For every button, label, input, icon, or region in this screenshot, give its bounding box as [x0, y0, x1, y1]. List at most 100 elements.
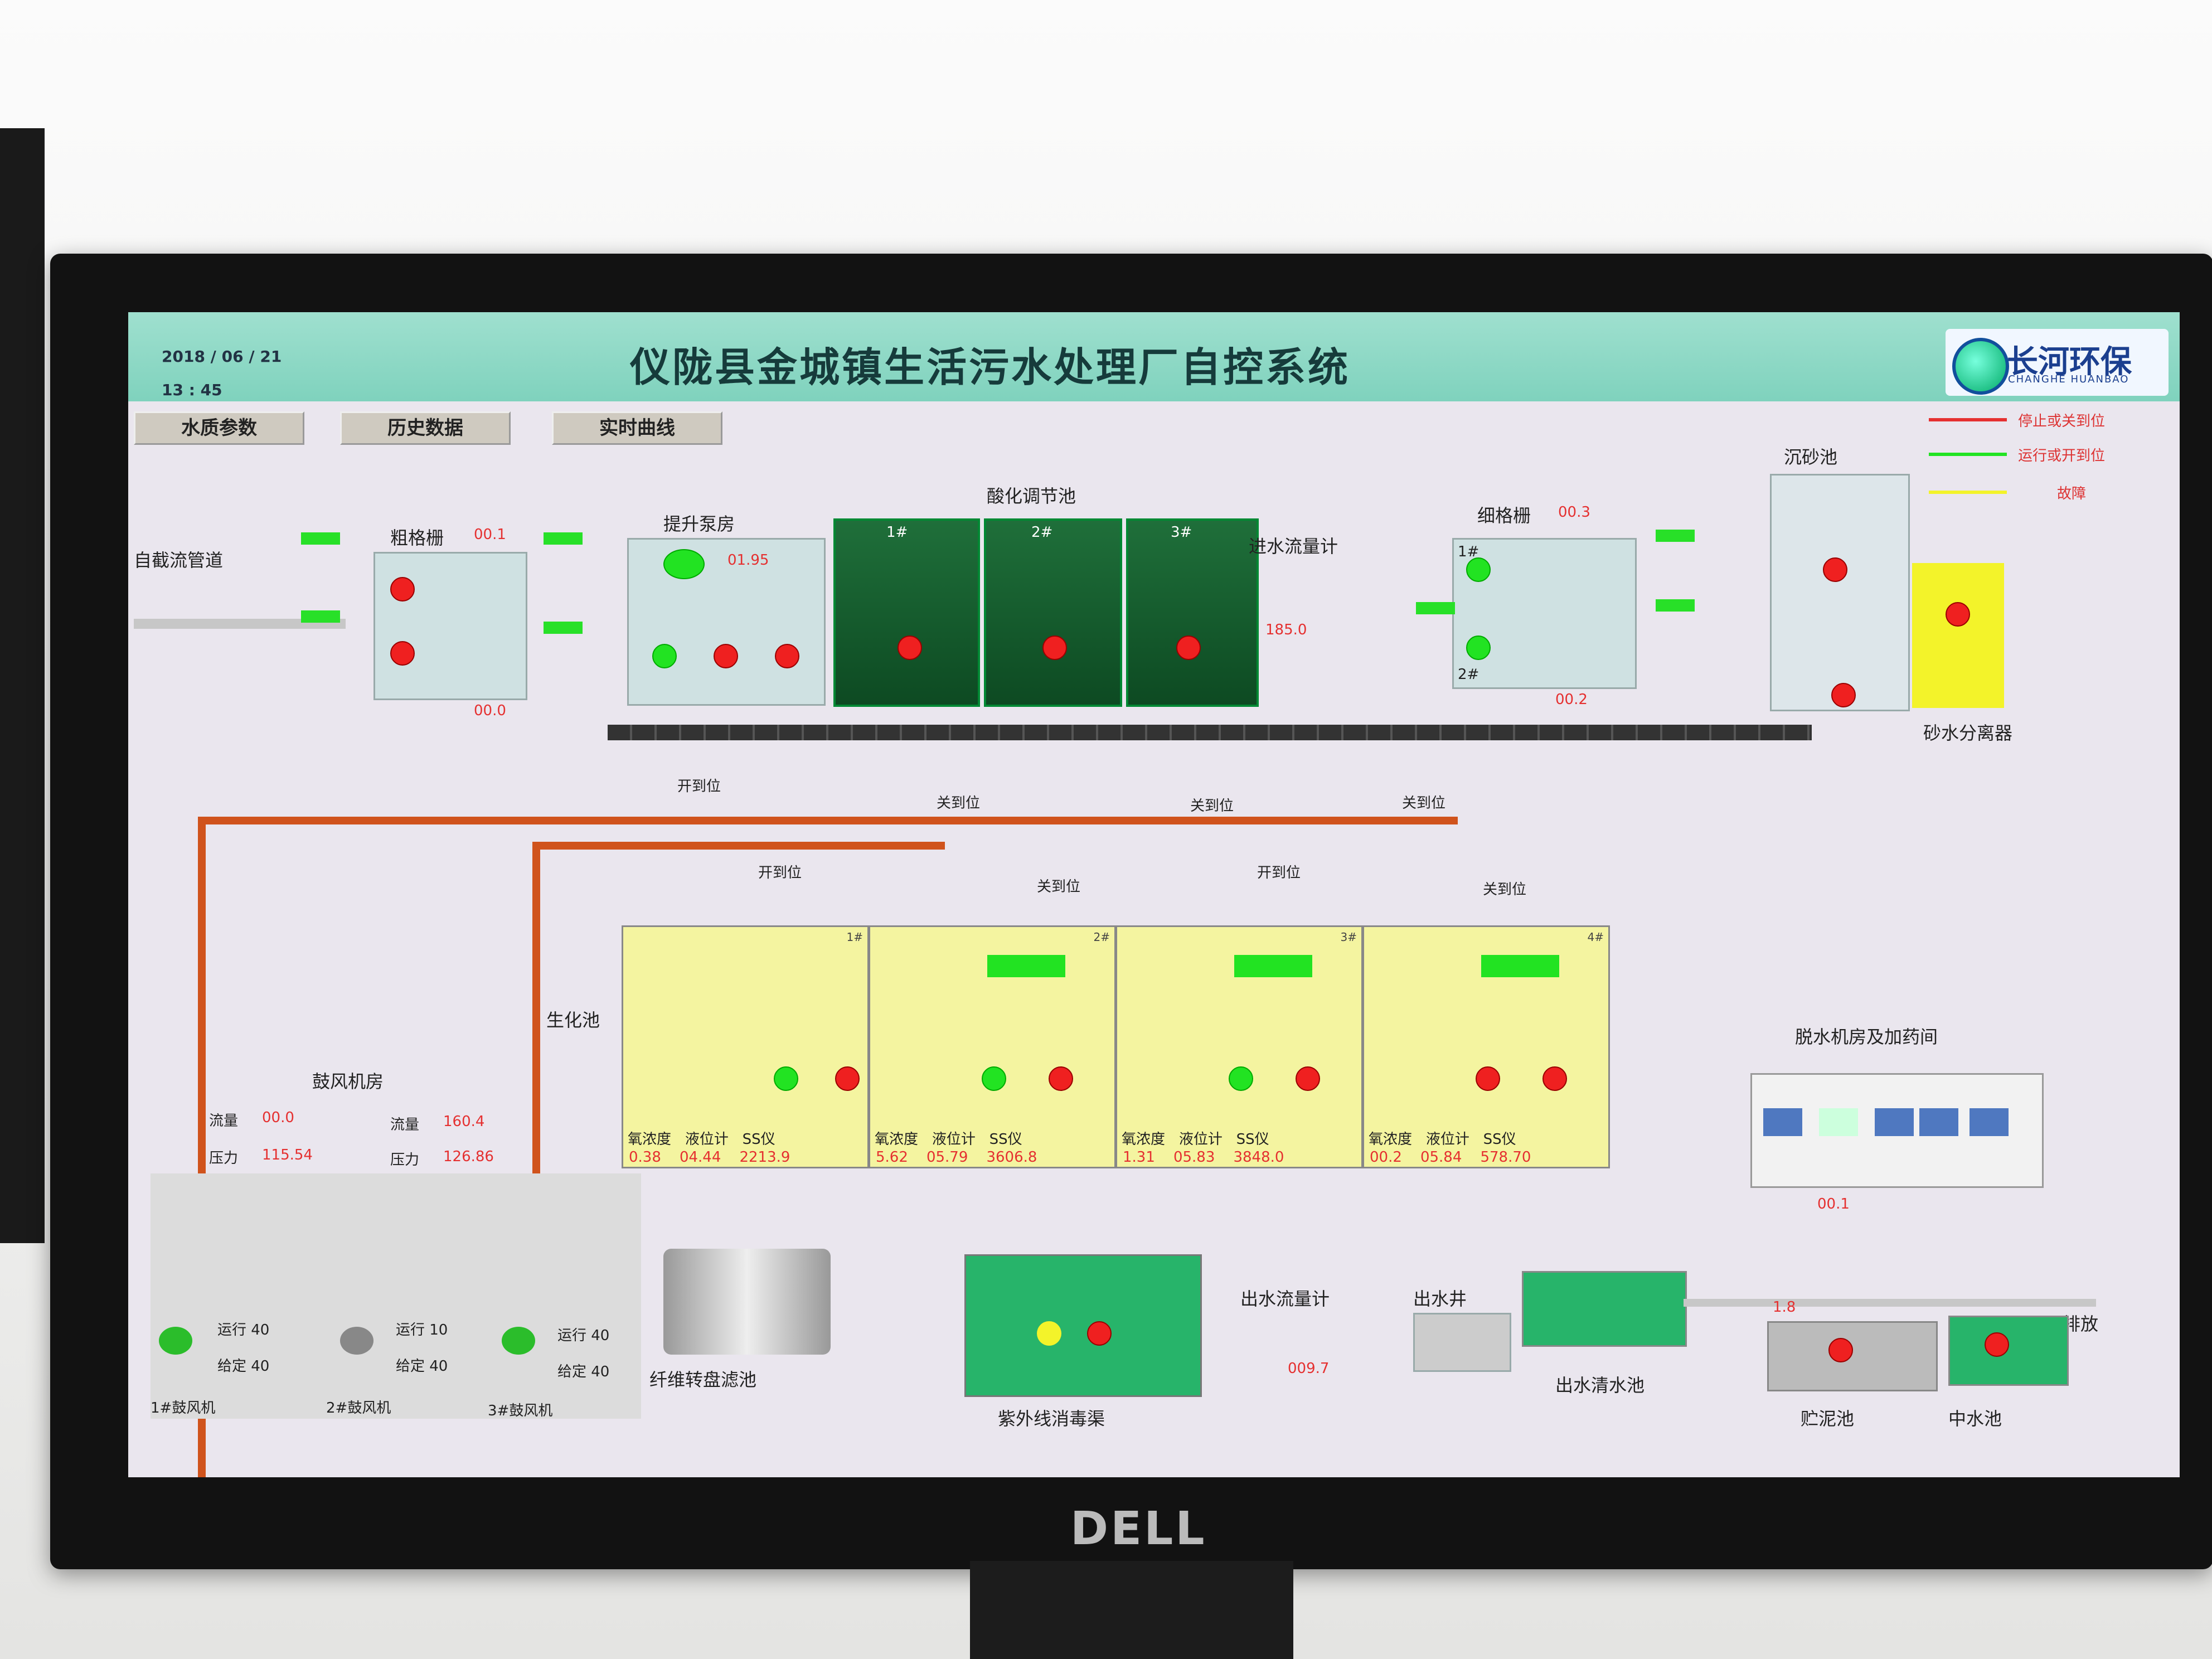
gate-status-7[interactable] — [1656, 599, 1695, 612]
gate-status-3[interactable] — [544, 532, 583, 545]
blower-2-icon[interactable] — [340, 1327, 373, 1355]
realtime-curve-button[interactable]: 实时曲线 — [552, 411, 722, 445]
bio-4-discharge-pump[interactable] — [1542, 1066, 1567, 1091]
equalization-pump-3-status[interactable] — [1176, 636, 1201, 660]
reuse-pump-status[interactable] — [1985, 1332, 2009, 1357]
bio-tank-1-number: 1# — [846, 930, 863, 944]
gate-status-6[interactable] — [1656, 530, 1695, 542]
brand-logo: DELL — [1070, 1502, 1207, 1555]
bio-4-reflux-pump[interactable] — [1476, 1066, 1500, 1091]
uv-pump-red[interactable] — [1087, 1321, 1112, 1346]
legend-stop-line — [1929, 418, 2007, 421]
blower-pressure-value-2: 126.86 — [443, 1148, 494, 1165]
blower-1-run: 运行 40 — [217, 1322, 270, 1338]
bio-1-discharge-pump[interactable] — [835, 1066, 860, 1091]
bio-tank-3-number: 3# — [1340, 930, 1357, 944]
bio-3-reflux-pump[interactable] — [1229, 1066, 1253, 1091]
coarse-screen-2-status[interactable] — [390, 641, 415, 666]
coarse-screen-value-1: 00.1 — [474, 526, 506, 543]
uv-channel — [964, 1254, 1202, 1397]
bio-2-reflux-pump[interactable] — [982, 1066, 1006, 1091]
bio-2-discharge-pump[interactable] — [1049, 1066, 1073, 1091]
water-quality-button[interactable]: 水质参数 — [134, 411, 304, 445]
dewatering-label: 脱水机房及加药间 — [1795, 1026, 1938, 1047]
inlet-label: 自截流管道 — [134, 550, 224, 571]
oxygen-value: 00.2 — [1370, 1149, 1402, 1166]
gate-status-2[interactable] — [301, 610, 340, 623]
uv-channel-label: 紫外线消毒渠 — [998, 1408, 1105, 1429]
ss-label: SS仪 — [989, 1131, 1022, 1148]
air-valve-2-state: 关到位 — [1037, 879, 1081, 895]
lift-pump-2-status[interactable] — [714, 644, 738, 668]
legend-fault-line — [1929, 491, 2007, 494]
equalization-tank-3 — [1126, 518, 1259, 707]
ss-value: 3606.8 — [986, 1149, 1037, 1166]
blower-3-icon[interactable] — [502, 1327, 535, 1355]
lift-pump-label: 提升泵房 — [663, 513, 735, 535]
tank-label-1: 1# — [886, 524, 908, 541]
clear-water-label: 出水清水池 — [1555, 1375, 1645, 1396]
fiber-disc-filter — [663, 1249, 831, 1355]
grit-1-status[interactable] — [1823, 557, 1847, 582]
legend-run-label: 运行或开到位 — [2018, 448, 2106, 464]
level-label: 液位计 — [1425, 1131, 1469, 1148]
blower-1-icon[interactable] — [159, 1327, 192, 1355]
equalization-pump-1-status[interactable] — [898, 636, 922, 660]
gate-status-5[interactable] — [1416, 602, 1455, 614]
bio-3-measure-labels: 氧浓度 液位计 SS仪 — [1122, 1128, 1269, 1148]
valve-4-state: 关到位 — [1402, 795, 1446, 812]
scada-screen: 2018 / 06 / 21 13 : 45 仪陇县金城镇生活污水处理厂自控系统… — [128, 312, 2180, 1477]
uv-pump-yellow[interactable] — [1037, 1321, 1061, 1346]
gate-status-4[interactable] — [544, 622, 583, 634]
coarse-screen — [373, 552, 527, 700]
gate-status-1[interactable] — [301, 532, 340, 545]
oxygen-label: 氧浓度 — [875, 1131, 919, 1148]
ss-label: SS仪 — [742, 1131, 775, 1148]
air-pipe-mid — [532, 842, 540, 1199]
tank-label-2: 2# — [1031, 524, 1053, 541]
outflow-well — [1413, 1313, 1511, 1372]
grit-2-status[interactable] — [1831, 683, 1856, 707]
bio-1-reflux-pump[interactable] — [774, 1066, 798, 1091]
sludge-pump-status[interactable] — [1828, 1338, 1853, 1362]
grit-separator-status[interactable] — [1946, 602, 1970, 627]
bio-4-level-bar — [1481, 955, 1559, 977]
sludge-tank-label: 贮泥池 — [1801, 1408, 1855, 1429]
history-data-button[interactable]: 历史数据 — [340, 411, 511, 445]
blower-pressure-label-1: 压力 — [209, 1150, 239, 1167]
bio-3-discharge-pump[interactable] — [1296, 1066, 1320, 1091]
collector-pipe — [608, 725, 1812, 740]
bio-tank-1: 1# 氧浓度 液位计 SS仪 0.38 04.44 2213.9 — [622, 925, 869, 1168]
bio-2-measure-labels: 氧浓度 液位计 SS仪 — [875, 1128, 1022, 1148]
oxygen-value: 5.62 — [876, 1149, 908, 1166]
outflow-meter-label: 出水流量计 — [1240, 1288, 1330, 1309]
bio-4-values: 00.2 05.84 578.70 — [1370, 1149, 1531, 1166]
lift-pump-value: 01.95 — [727, 552, 769, 569]
logo-text: 长河环保 — [2007, 344, 2132, 380]
blower-2-name: 2#鼓风机 — [326, 1400, 391, 1417]
lift-pump-1-status[interactable] — [652, 644, 677, 668]
level-value: 04.44 — [679, 1149, 721, 1166]
valve-1-state: 开到位 — [677, 778, 721, 795]
blower-3-run: 运行 40 — [557, 1327, 610, 1344]
oxygen-label: 氧浓度 — [628, 1131, 672, 1148]
house-window-1 — [1763, 1108, 1802, 1136]
blower-pressure-value-1: 115.54 — [262, 1147, 313, 1163]
bio-3-level-bar — [1234, 955, 1312, 977]
ss-label: SS仪 — [1483, 1131, 1516, 1148]
inflow-meter-label: 进水流量计 — [1249, 536, 1338, 557]
air-valve-1-state: 开到位 — [758, 865, 802, 881]
house-door — [1819, 1108, 1858, 1136]
equalization-pump-2-status[interactable] — [1042, 636, 1067, 660]
lift-pump-3-status[interactable] — [775, 644, 799, 668]
air-valve-4-state: 关到位 — [1483, 881, 1527, 898]
fine-screen-2-label: 2# — [1458, 666, 1479, 683]
fine-screen-2-status[interactable] — [1466, 636, 1491, 660]
fine-screen-1-status[interactable] — [1466, 557, 1491, 582]
time-text: 13 : 45 — [162, 381, 222, 399]
blower-pressure-label-2: 压力 — [390, 1152, 420, 1168]
blower-flow-label-2: 流量 — [390, 1117, 420, 1133]
date-text: 2018 / 06 / 21 — [162, 347, 282, 366]
coarse-screen-1-status[interactable] — [390, 577, 415, 601]
ss-label: SS仪 — [1236, 1131, 1269, 1148]
